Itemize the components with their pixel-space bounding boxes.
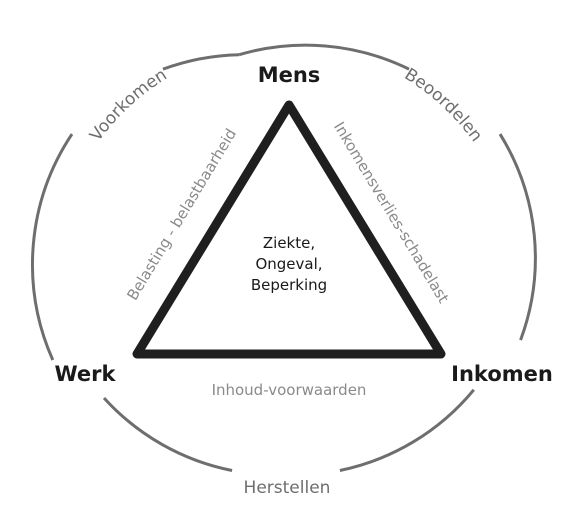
ring-label-herstellen: Herstellen bbox=[244, 478, 331, 498]
ring-segment-top bbox=[238, 43, 410, 71]
ring-segment-top-left bbox=[162, 53, 240, 71]
ring-label-beoordelen: Beoordelen bbox=[401, 65, 486, 146]
center-line-3: Beperking bbox=[251, 276, 327, 294]
vertex-label-werk: Werk bbox=[55, 362, 117, 386]
outer-ring bbox=[30, 43, 537, 472]
ring-segment-bottom-right bbox=[339, 388, 475, 472]
edge-label-bottom: Inhoud-voorwaarden bbox=[212, 381, 367, 399]
ring-segment-left bbox=[30, 133, 74, 361]
vertex-label-mens: Mens bbox=[258, 63, 321, 87]
ring-segment-right bbox=[498, 133, 537, 341]
center-text: Ziekte, Ongeval, Beperking bbox=[251, 234, 327, 294]
center-line-2: Ongeval, bbox=[255, 255, 322, 273]
ring-label-voorkomen: Voorkomen bbox=[86, 65, 170, 145]
vertex-label-inkomen: Inkomen bbox=[451, 362, 553, 386]
triangle bbox=[132, 100, 446, 359]
ring-segment-bottom-left bbox=[102, 396, 233, 472]
center-line-1: Ziekte, bbox=[263, 234, 315, 252]
